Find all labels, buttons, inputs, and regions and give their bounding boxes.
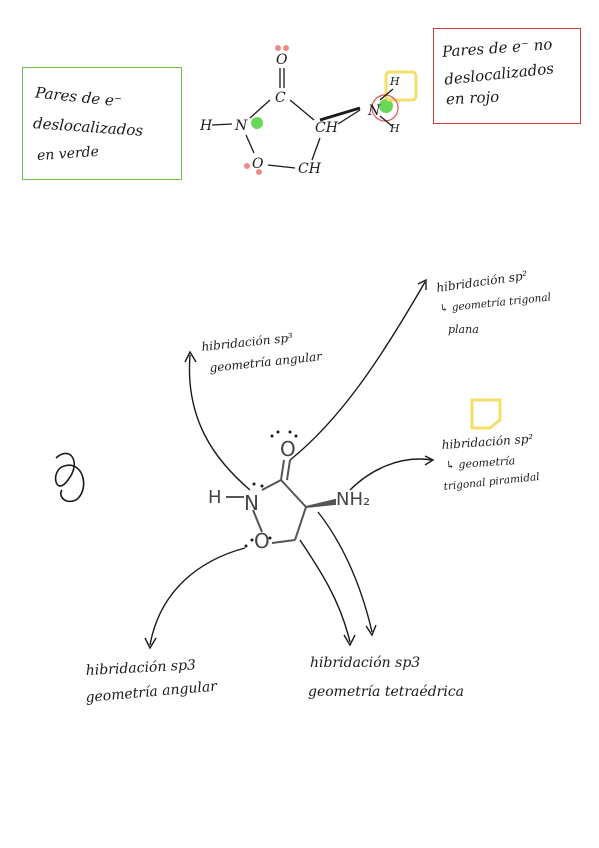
sketch-atom: N xyxy=(234,118,248,134)
sketch-yellow-highlight xyxy=(384,70,418,102)
sketch-atom: O xyxy=(252,156,264,172)
annotation-bottom-left-line-1: hibridación sp3 xyxy=(85,657,196,679)
molecule-atom-h: H xyxy=(208,487,222,508)
molecule-atom-o: O xyxy=(280,437,296,461)
arrow-c-to-top-right xyxy=(289,281,426,461)
arrows xyxy=(144,278,435,650)
sketch-atom: H xyxy=(389,122,400,135)
sketch-atom: H xyxy=(389,75,400,88)
sketch-n-green-highlight xyxy=(251,117,263,129)
annotation-top-right-line-3: plana xyxy=(448,323,479,336)
sketch-atom: H xyxy=(199,118,213,134)
lone-pair-dots xyxy=(244,430,298,548)
molecule-atom-nh2: NH₂ xyxy=(336,489,370,510)
sketch-o-bot-red-dot-2 xyxy=(256,169,262,175)
annotation-right-line-2: ↳ geometría xyxy=(445,454,515,472)
green-legend-box: Pares de e⁻ deslocalizados en verde xyxy=(22,67,182,180)
molecule-bonds xyxy=(226,459,336,544)
sketch-atom: CH xyxy=(298,161,322,177)
sketch-structure: H N C O CH O CH N H H xyxy=(199,45,418,177)
annotation-top-left-line-2: geometría angular xyxy=(209,349,324,375)
scribble-mark xyxy=(54,452,85,503)
annotation-top-left-line-1: hibridación sp³ xyxy=(201,330,294,354)
annotation-bottom-right-line-1: hibridación sp3 xyxy=(310,655,420,671)
sketch-o-bot-red-dot xyxy=(244,163,250,169)
annotation-right-line-3: trigonal piramidal xyxy=(443,471,540,493)
molecule-structure: O H N O NH₂ xyxy=(208,430,370,553)
sketch-atom: C xyxy=(275,90,286,106)
arrow-n-to-top-left xyxy=(188,354,251,491)
sketch-bonds xyxy=(211,68,394,169)
sketch-atom: N xyxy=(367,103,381,119)
sketch-atom: O xyxy=(276,52,288,68)
annotation-right-line-1: hibridación sp² xyxy=(441,432,534,452)
arrow-c-to-bottom-1 xyxy=(299,539,351,643)
arrow-c-to-bottom-2 xyxy=(317,511,373,633)
red-legend-box: Pares de e⁻ no deslocalizados en rojo xyxy=(433,28,581,124)
sketch-o-top-red-dot xyxy=(275,45,281,51)
arrow-o-to-bottom-left xyxy=(149,547,246,646)
molecule-atom-o-ring: O xyxy=(254,529,270,553)
sketch-n2-green-highlight xyxy=(379,99,393,113)
sketch-atom: CH xyxy=(315,120,339,136)
annotation-bottom-right-line-2: geometría tetraédrica xyxy=(308,684,464,700)
annotation-bottom-left-line-2: geometría angular xyxy=(85,678,219,706)
yellow-note-mark xyxy=(470,398,502,430)
sketch-o-top-red-dot-2 xyxy=(283,45,289,51)
molecule-atom-n: N xyxy=(244,491,259,515)
annotation-top-right-line-2: ↳ geometría trigonal xyxy=(439,291,551,315)
arrow-nh2-to-right xyxy=(349,458,433,491)
annotation-top-right-line-1: hibridación sp² xyxy=(435,268,528,295)
